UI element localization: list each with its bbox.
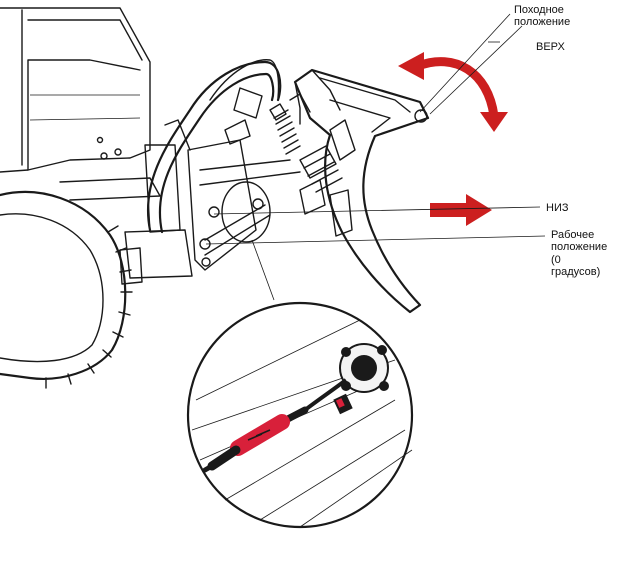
hydraulic-hoses [147,59,282,234]
tilt-sensor [202,343,389,473]
tractor-wheel [0,190,133,389]
travel-position-label: Походное положение [514,4,570,28]
sensor-zoom-circle [186,301,414,529]
up-label: ВЕРХ [536,41,566,53]
working-position-line-3: (0 [551,254,561,266]
working-position-line-4: градусов) [551,266,600,278]
springs [269,93,356,193]
travel-position-line-2: положение [514,16,570,28]
dozer-blade [293,68,430,314]
up-down-rotation-arrow [398,52,508,132]
leader-lines [205,13,546,301]
tractor-body [0,7,161,201]
working-position-line-1: Рабочее [551,229,594,241]
down-label: НИЗ [546,202,569,214]
travel-position-line-1: Походное [514,4,564,16]
working-position-line-2: положение [551,241,607,253]
down-direction-arrow [430,194,492,226]
mount-frame [119,119,301,285]
working-position-label: Рабочее положение (0 градусов) [551,229,610,278]
